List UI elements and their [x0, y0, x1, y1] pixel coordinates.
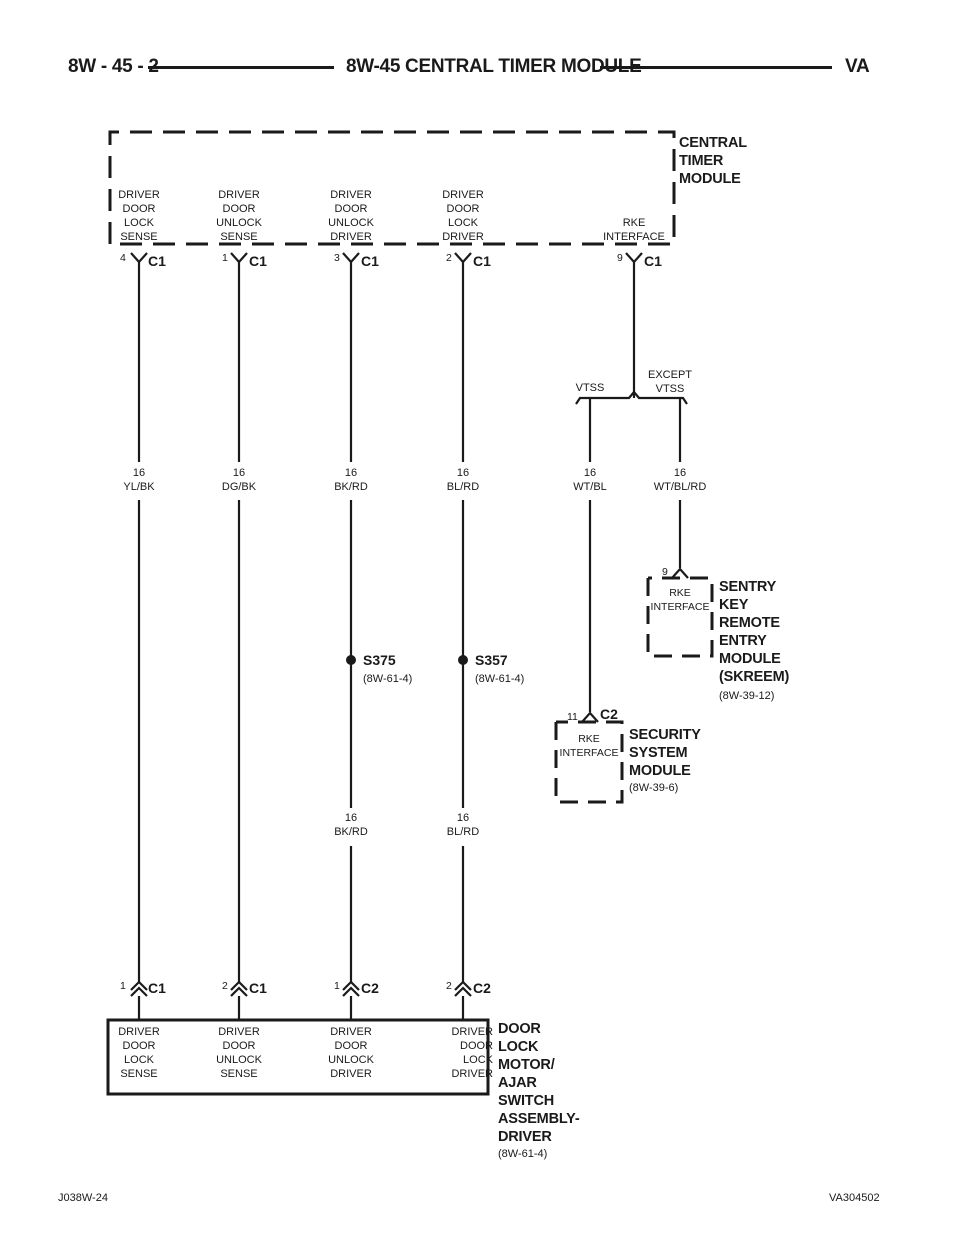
- skreem-module-box: [646, 576, 714, 658]
- splice-s357-label: S357: [475, 652, 508, 668]
- ctm-connector-label: C1: [361, 253, 379, 269]
- dla-pin-label: 2: [446, 980, 452, 992]
- ctm-pin-label: 2: [446, 252, 452, 264]
- splice-s357-ref: (8W-61-4): [475, 673, 525, 685]
- wire-label-wt-bl-rd: 16 WT/BL/RD: [653, 467, 707, 493]
- dla-pin-c1-1-symbol: [130, 980, 148, 1020]
- security-connector-label: C2: [600, 706, 618, 722]
- ctm-pin-label: 4: [120, 252, 126, 264]
- dla-title: DOOR LOCK MOTOR/ AJAR SWITCH ASSEMBLY- D…: [498, 1021, 580, 1145]
- skreem-title: SENTRY KEY REMOTE ENTRY MODULE (SKREEM): [719, 579, 790, 685]
- ctm-pin-4-symbol: [130, 252, 148, 268]
- splice-s357-dot: [458, 655, 468, 665]
- ctm-connector-label: C1: [148, 253, 166, 269]
- dla-connector-label: C1: [148, 980, 166, 996]
- ctm-function-lock-driver: DRIVER DOOR LOCK DRIVER: [442, 189, 484, 243]
- wire-label-bl-rd: 16 BL/RD: [446, 467, 480, 493]
- ctm-pin-label: 9: [617, 252, 623, 264]
- central-timer-module-box: [108, 130, 676, 246]
- header-rule-right: [600, 66, 832, 69]
- section-code: VA: [845, 56, 870, 77]
- vtss-branch-bracket: [575, 390, 688, 405]
- dla-function-lock-sense: DRIVER DOOR LOCK SENSE: [118, 1026, 160, 1080]
- ctm-pin-1-symbol: [230, 252, 248, 268]
- dla-pin-c2-2-symbol: [454, 980, 472, 1020]
- wire-label-wt-bl: 16 WT/BL: [573, 467, 607, 493]
- footer-doc-id: VA304502: [829, 1192, 880, 1204]
- page-number: 8W - 45 - 2: [68, 56, 159, 77]
- splice-s375-label: S375: [363, 652, 396, 668]
- dla-connector-label: C1: [249, 980, 267, 996]
- ctm-pin-3-symbol: [342, 252, 360, 268]
- dla-pin-c2-1-symbol: [342, 980, 360, 1020]
- except-vtss-label: EXCEPT VTSS: [647, 369, 692, 395]
- ctm-function-unlock-sense: DRIVER DOOR UNLOCK SENSE: [216, 189, 262, 243]
- ctm-pin-2-symbol: [454, 252, 472, 268]
- security-pin-label: 11: [567, 711, 578, 723]
- dla-ref: (8W-61-4): [498, 1148, 548, 1160]
- ctm-pin-label: 3: [334, 252, 340, 264]
- dla-connector-label: C2: [361, 980, 379, 996]
- wire-label-bk-rd-lower: 16 BK/RD: [334, 812, 368, 838]
- ctm-function-lock-sense: DRIVER DOOR LOCK SENSE: [118, 189, 160, 243]
- skreem-function: RKE INTERFACE: [650, 587, 710, 613]
- dla-connector-label: C2: [473, 980, 491, 996]
- dla-function-unlock-driver: DRIVER DOOR UNLOCK DRIVER: [328, 1026, 374, 1080]
- splice-s375-dot: [346, 655, 356, 665]
- dla-pin-label: 1: [120, 980, 126, 992]
- security-module-box: [554, 720, 624, 804]
- wire-label-bl-rd-lower: 16 BL/RD: [446, 812, 480, 838]
- security-title: SECURITY SYSTEM MODULE: [629, 727, 701, 779]
- dla-pin-label: 1: [334, 980, 340, 992]
- wire-label-dg-bk: 16 DG/BK: [221, 467, 257, 493]
- security-function: RKE INTERFACE: [559, 733, 619, 759]
- ctm-connector-label: C1: [644, 253, 662, 269]
- ctm-connector-label: C1: [249, 253, 267, 269]
- ctm-title: CENTRAL TIMER MODULE: [679, 135, 747, 187]
- security-ref: (8W-39-6): [629, 782, 679, 794]
- footer-figure-id: J038W-24: [58, 1192, 108, 1204]
- dla-function-lock-driver: DRIVER DOOR LOCK DRIVER: [451, 1026, 493, 1080]
- door-lock-assembly-box: [106, 1018, 490, 1096]
- dla-pin-c1-2-symbol: [230, 980, 248, 1020]
- skreem-pin-label: 9: [662, 566, 668, 578]
- ctm-function-rke-interface: RKE INTERFACE: [603, 217, 665, 243]
- vtss-label: VTSS: [575, 382, 605, 394]
- security-pin-symbol: [581, 711, 599, 723]
- skreem-ref: (8W-39-12): [719, 690, 775, 702]
- dla-function-unlock-sense: DRIVER DOOR UNLOCK SENSE: [216, 1026, 262, 1080]
- ctm-function-unlock-driver: DRIVER DOOR UNLOCK DRIVER: [328, 189, 374, 243]
- wire-label-yl-bk: 16 YL/BK: [123, 467, 155, 493]
- ctm-pin-9-symbol: [625, 252, 643, 268]
- ctm-connector-label: C1: [473, 253, 491, 269]
- header-rule-left: [148, 66, 334, 69]
- wire-label-bk-rd: 16 BK/RD: [334, 467, 368, 493]
- dla-pin-label: 2: [222, 980, 228, 992]
- ctm-pin-label: 1: [222, 252, 228, 264]
- page-title: 8W-45 CENTRAL TIMER MODULE: [346, 56, 642, 77]
- splice-s375-ref: (8W-61-4): [363, 673, 413, 685]
- skreem-pin-symbol: [671, 567, 689, 579]
